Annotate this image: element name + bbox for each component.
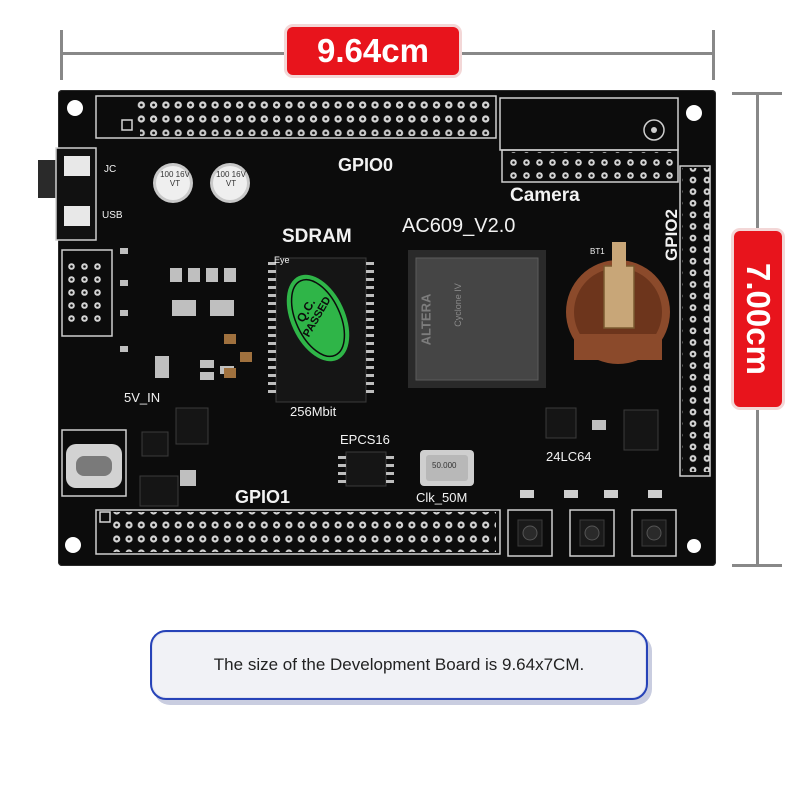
width-dimension-left-cap (60, 30, 63, 80)
gpio1-label: GPIO1 (235, 487, 291, 507)
clock-label: Clk_50M (416, 490, 468, 505)
height-dimension-label-box: 7.00cm (734, 231, 782, 407)
usb-label: USB (102, 210, 123, 221)
eye-label: Eye (274, 255, 290, 265)
capacitor-c49-text: 100 16V VT (216, 170, 246, 188)
capacitor-c33-text: 100 16V VT (160, 170, 190, 188)
gpio2-label: GPIO2 (660, 200, 684, 270)
crystal-text: 50.000 (432, 461, 457, 470)
caption-box: The size of the Development Board is 9.6… (150, 630, 648, 700)
eeprom-label: 24LC64 (546, 449, 592, 464)
jc-label: JC (104, 164, 117, 175)
width-dimension-label: 9.64cm (287, 27, 459, 75)
epcs-label: EPCS16 (340, 432, 390, 447)
sdram-label: SDRAM (282, 226, 352, 247)
gpio0-label: GPIO0 (338, 155, 394, 175)
camera-label: Camera (510, 185, 580, 206)
fpga-brand-text: ALTERA (418, 293, 434, 346)
height-dimension-label: 7.00cm (740, 263, 777, 375)
power-input-label: 5V_IN (124, 390, 161, 405)
battery-label: BT1 (590, 247, 605, 256)
width-dimension-right-cap (712, 30, 715, 80)
board-model-label: AC609_V2.0 (402, 215, 516, 237)
sdram-size-label: 256Mbit (290, 404, 337, 419)
caption-text: The size of the Development Board is 9.6… (213, 655, 585, 674)
gpio2-text: GPIO2 (662, 209, 681, 261)
fpga-family-text: Cyclone IV (452, 283, 463, 327)
